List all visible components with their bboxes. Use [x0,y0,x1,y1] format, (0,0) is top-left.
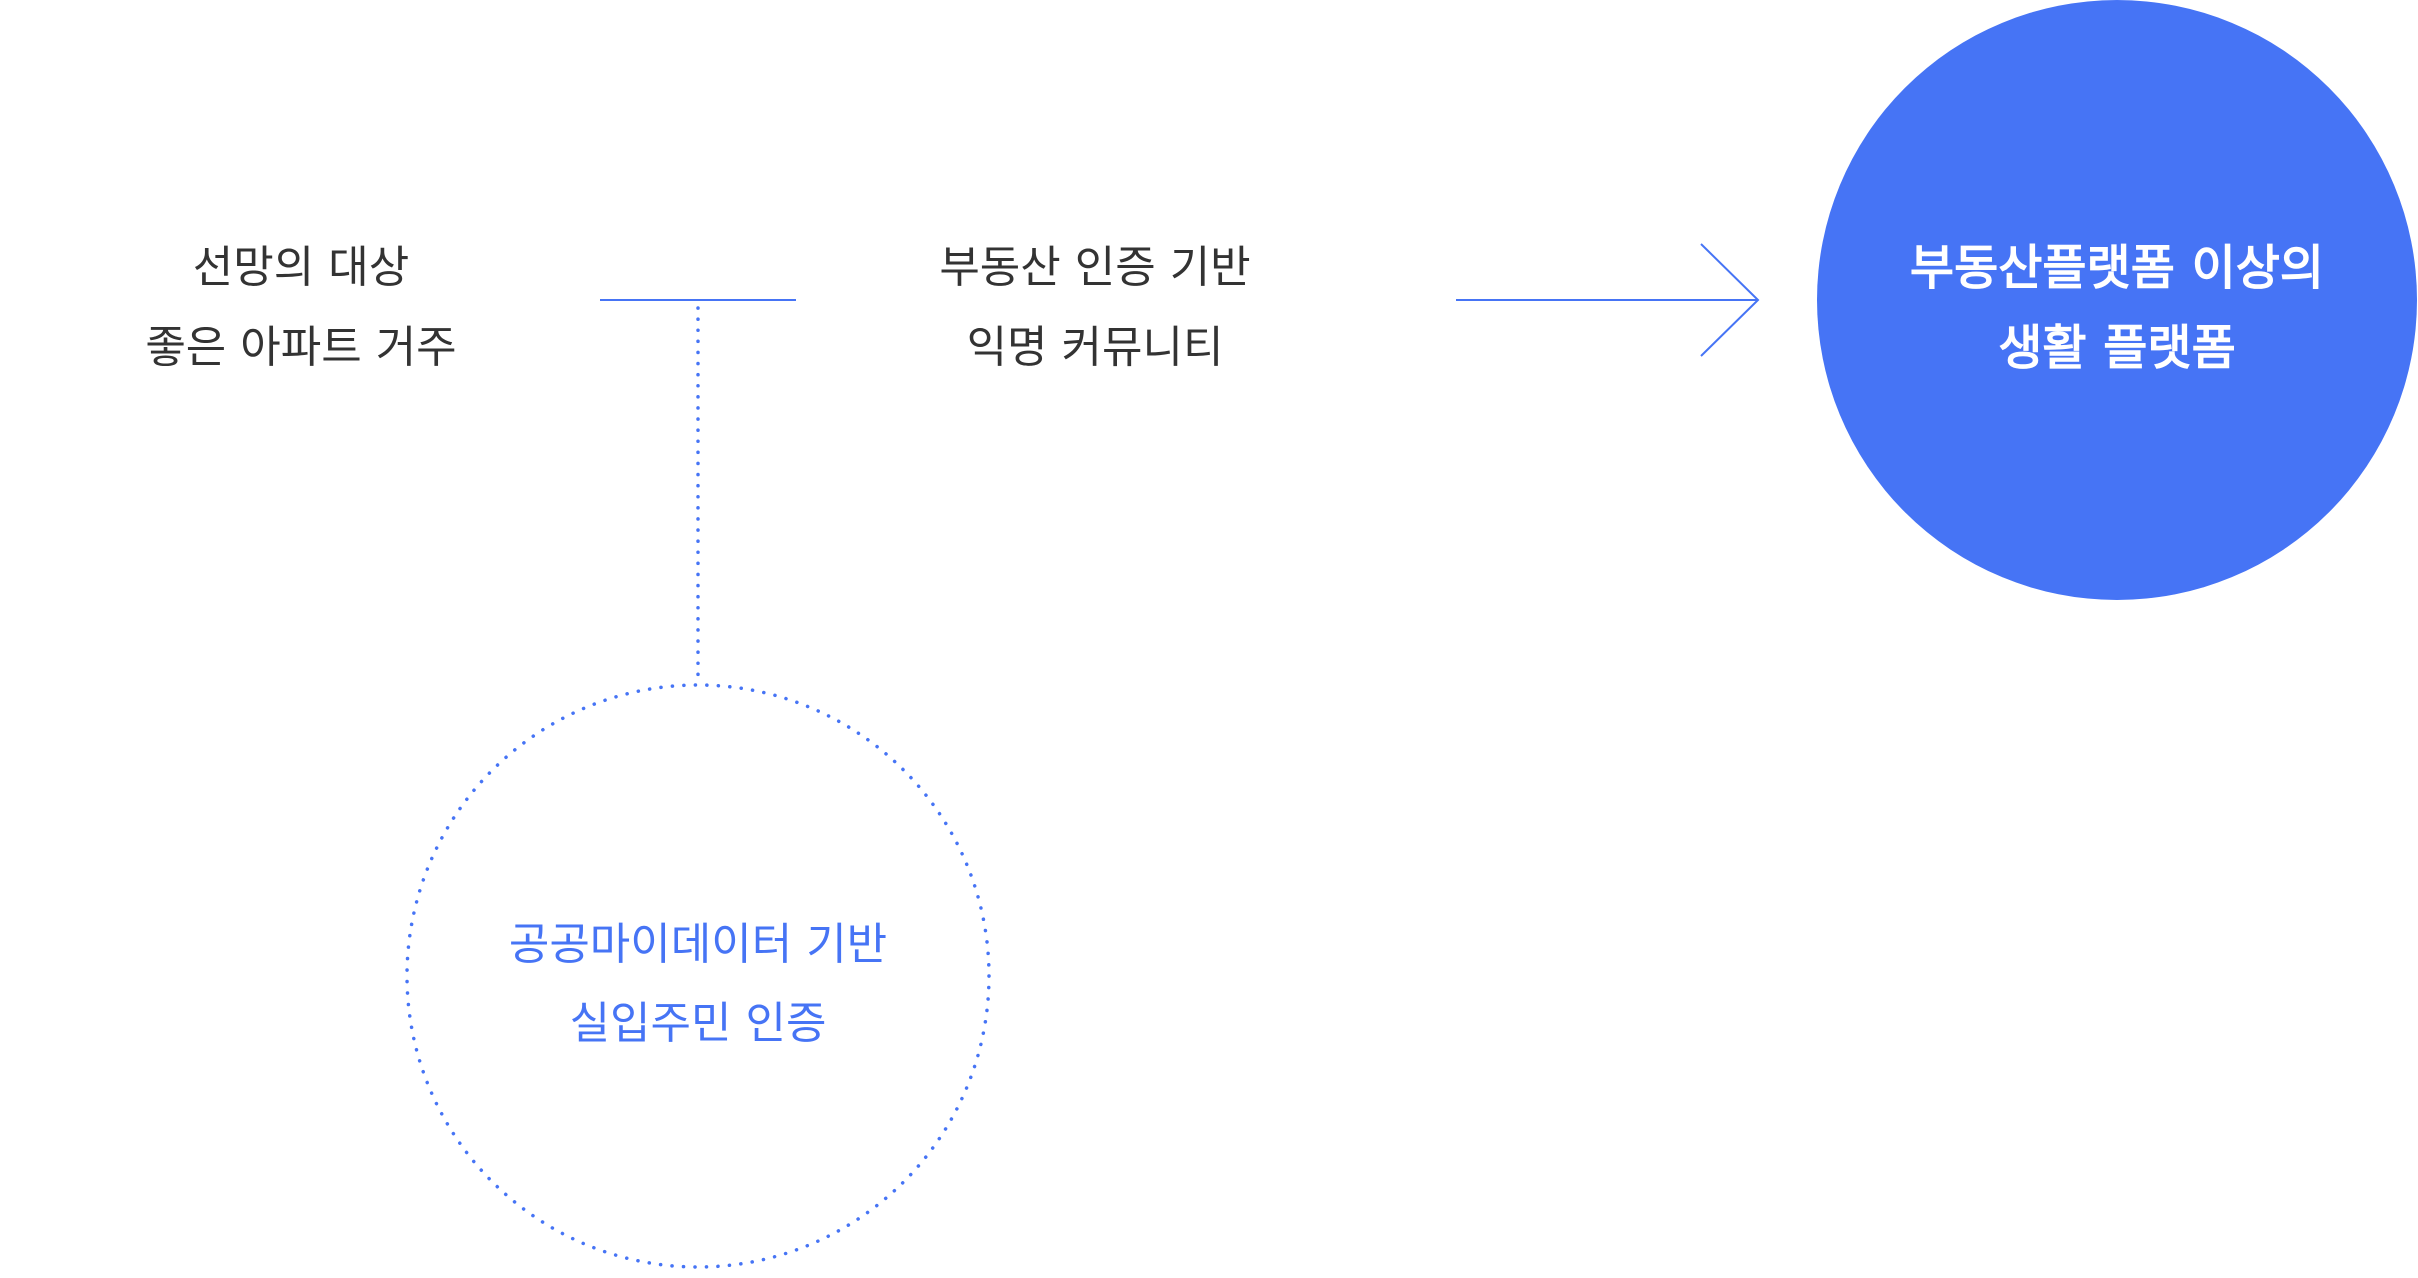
middle-node-line2: 익명 커뮤니티 [966,322,1224,373]
sub-node-line1: 공공마이데이터 기반 [508,919,888,970]
left-node-line2: 좋은 아파트 거주 [145,322,457,373]
arrow-head-icon [1700,243,1760,357]
goal-node-line2: 생활 플랫폼 [1998,320,2236,376]
sub-node-line2: 실입주민 인증 [569,998,827,1049]
goal-circle [1817,0,2417,600]
goal-node-line1: 부동산플랫폼 이상의 [1909,240,2325,296]
middle-node-line1: 부동산 인증 기반 [939,242,1251,293]
dotted-circle [405,683,991,1269]
left-node-line1: 선망의 대상 [192,242,410,293]
